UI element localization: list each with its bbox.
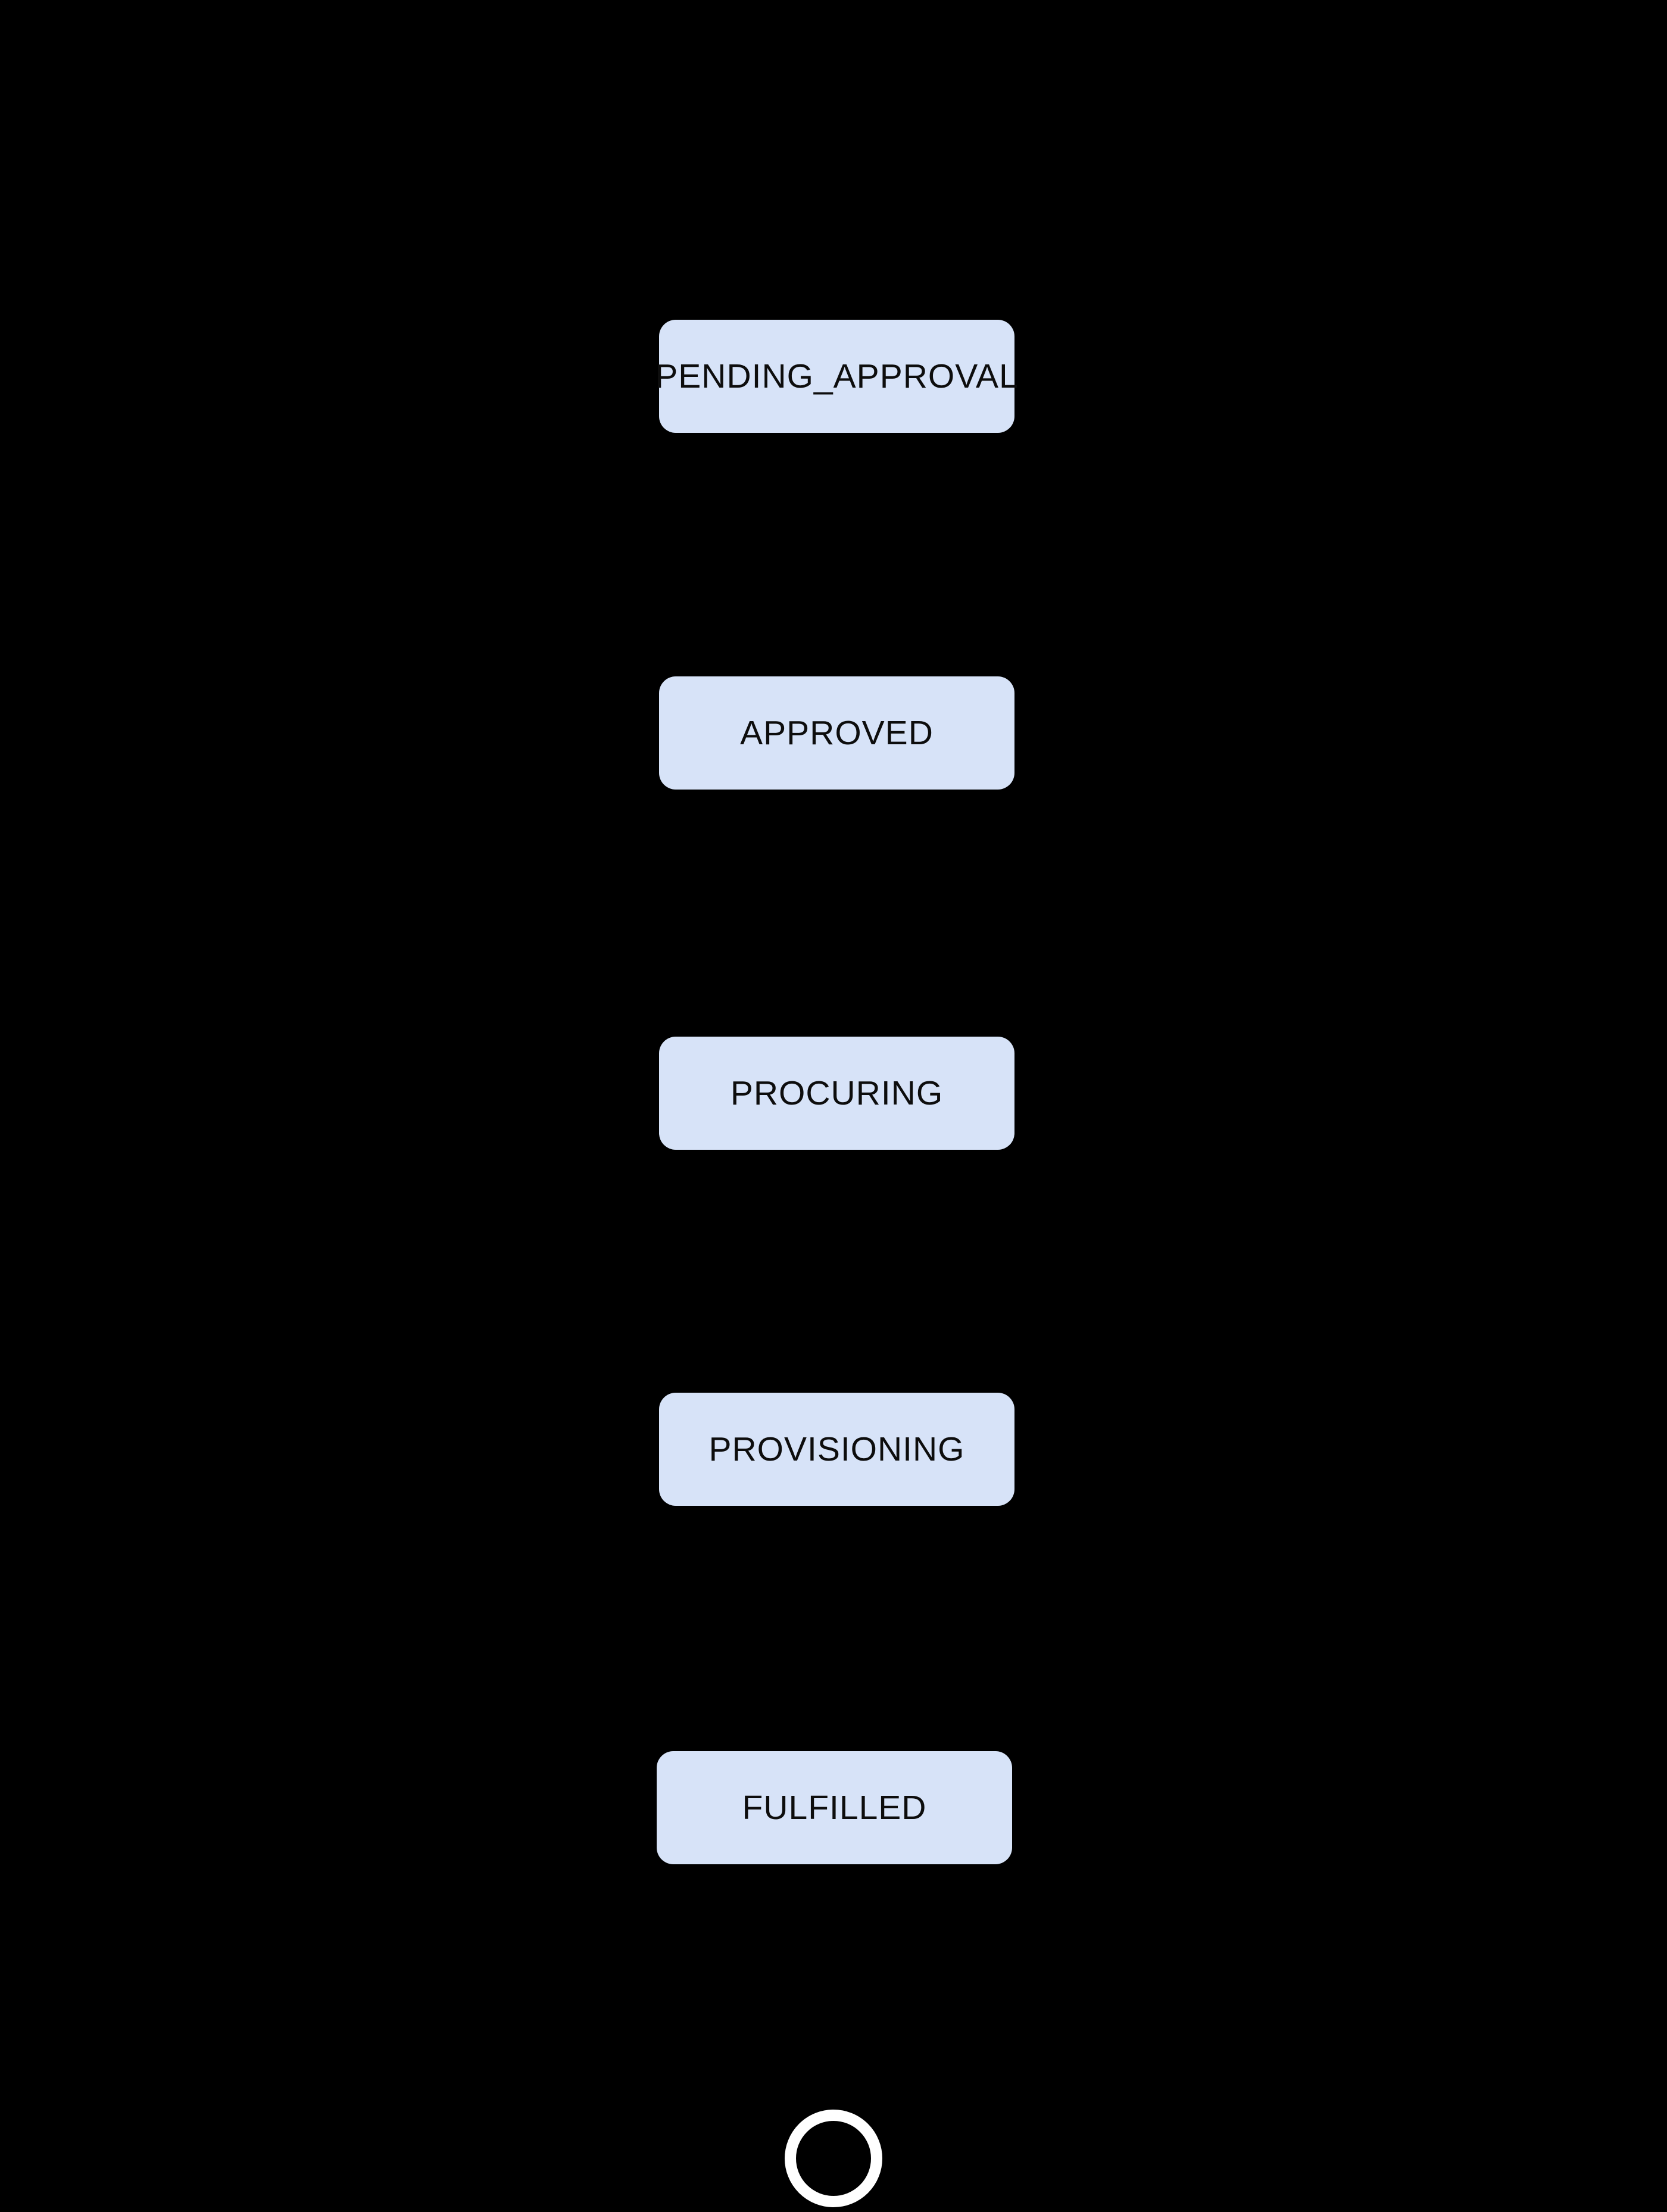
state-node-approved: APPROVED (659, 676, 1014, 790)
state-label-fulfilled: FULFILLED (742, 1789, 927, 1827)
final-state-node (785, 2110, 882, 2207)
state-label-provisioning: PROVISIONING (708, 1430, 965, 1468)
state-node-fulfilled: FULFILLED (657, 1751, 1012, 1864)
state-node-pending-approval: PENDING_APPROVAL (655, 320, 1018, 433)
state-node-procuring: PROCURING (659, 1037, 1014, 1150)
state-label-approved: APPROVED (740, 714, 934, 752)
state-label-procuring: PROCURING (730, 1074, 944, 1112)
state-label-pending-approval: PENDING_APPROVAL (655, 357, 1019, 395)
state-node-provisioning: PROVISIONING (659, 1393, 1014, 1506)
